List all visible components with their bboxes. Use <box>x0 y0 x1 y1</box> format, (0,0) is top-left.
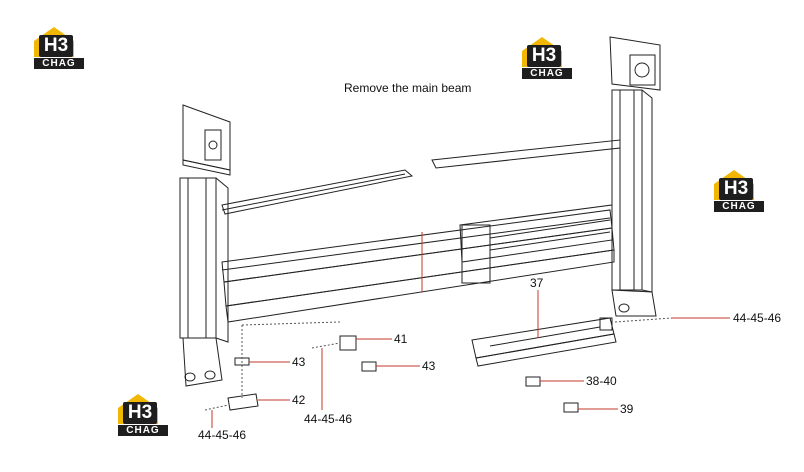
callout-43-left: 43 <box>292 355 306 369</box>
explode-guides <box>204 317 673 411</box>
right-column <box>609 36 661 317</box>
callout-42: 42 <box>292 393 306 407</box>
small-parts <box>227 335 579 413</box>
upper-arm-rails <box>221 139 621 215</box>
callout-44-45-46-right: 44-45-46 <box>733 311 782 325</box>
callout-37: 37 <box>530 276 544 290</box>
callout-43-right: 43 <box>422 359 436 373</box>
callout-44-45-46-left: 44-45-46 <box>198 428 247 442</box>
brand-logo-top-left: H3 CHAG <box>30 25 86 69</box>
callout-44-45-46-center: 44-45-46 <box>304 412 353 426</box>
page-title: Remove the main beam <box>344 81 472 95</box>
brand-logo-bottom-left: H3 CHAG <box>114 392 170 436</box>
left-column <box>179 104 231 387</box>
brand-logo-right: H3 CHAG <box>710 168 766 212</box>
callout-38-40: 38-40 <box>586 374 617 388</box>
callout-41: 41 <box>394 332 408 346</box>
main-beam <box>221 204 615 323</box>
callout-leaders <box>211 290 730 428</box>
callout-39: 39 <box>620 402 634 416</box>
brand-logo-top-center: H3 CHAG <box>518 35 574 79</box>
tray-part-37 <box>471 317 617 367</box>
